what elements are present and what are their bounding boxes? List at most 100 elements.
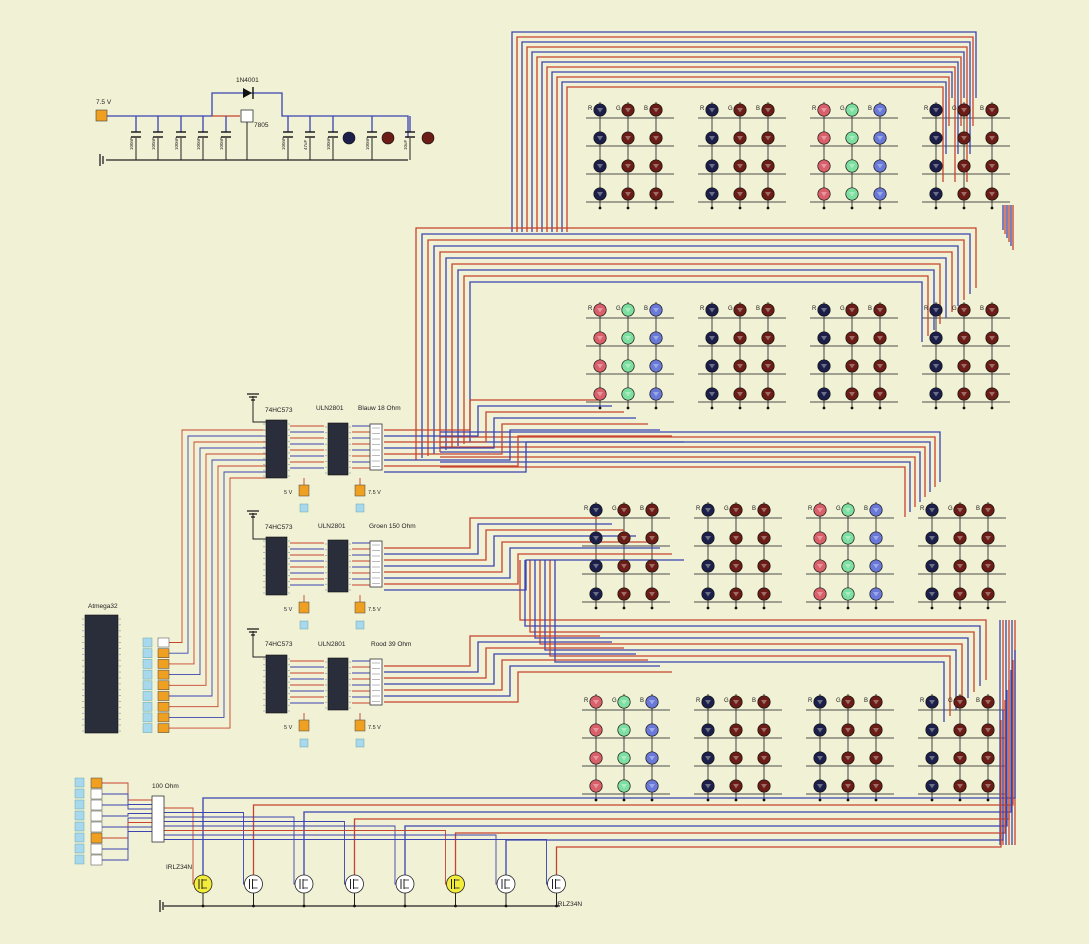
rgb-led [981, 531, 995, 545]
led-arrow [649, 700, 655, 705]
latch-label-3: 74HC573 [265, 641, 293, 648]
rgb-led [733, 187, 747, 201]
rgb-label-g: G [724, 698, 729, 704]
gate-header-pin-left [74, 821, 85, 832]
control-bus-wire [169, 453, 266, 686]
rgb-led [733, 359, 747, 373]
led-arrow [933, 108, 939, 113]
header-pin-right [157, 723, 170, 733]
led-arrow [821, 364, 827, 369]
rgb-led [813, 503, 827, 517]
junction-dot [822, 406, 826, 410]
wire-layer [102, 31, 1016, 907]
led-arrow [733, 536, 739, 541]
rgb-label-b: B [980, 306, 984, 312]
led-arrow [733, 784, 739, 789]
rgb-led [845, 103, 859, 117]
junction-dot [986, 798, 990, 802]
top-bus-wire [546, 66, 956, 232]
rgb-led [841, 587, 855, 601]
rgb-led [729, 695, 743, 709]
rgb-led [985, 387, 999, 401]
rgb-label-r: R [696, 506, 701, 512]
mosfet-transistor [496, 874, 516, 894]
rgb-led [733, 131, 747, 145]
rgb-led [621, 331, 635, 345]
rgb-label-g: G [612, 698, 617, 704]
rgb-led [649, 131, 663, 145]
rgb-led [925, 531, 939, 545]
header-pin-left [142, 669, 153, 680]
rgb-led [761, 359, 775, 373]
junction-dot [878, 206, 882, 210]
led-arrow [821, 192, 827, 197]
junction-dot [874, 798, 878, 802]
led-arrow [621, 564, 627, 569]
layer2-bus-wire [451, 263, 941, 448]
led-arrow [761, 508, 767, 513]
led-arrow [845, 784, 851, 789]
rgb-led [845, 187, 859, 201]
led-arrow [625, 364, 631, 369]
seven-volt-connector [354, 484, 366, 497]
led-arrow [985, 592, 991, 597]
junction-dot [934, 406, 938, 410]
rgb-led [929, 131, 943, 145]
led-arrow [653, 192, 659, 197]
led-arrow [625, 336, 631, 341]
led-arrow [621, 700, 627, 705]
led-arrow [849, 308, 855, 313]
led-arrow [737, 308, 743, 313]
header-pin-right [157, 712, 170, 723]
layer2-bus-wire [463, 275, 929, 444]
led-arrow [621, 508, 627, 513]
driver-to-cube-wire [384, 441, 684, 473]
power-indicator-led [421, 131, 435, 145]
rgb-led [705, 159, 719, 173]
rgb-label-r: R [808, 698, 813, 704]
top-bus-wire [521, 41, 971, 232]
rgb-led [701, 779, 715, 793]
rgb-led [729, 779, 743, 793]
led-arrow [929, 756, 935, 761]
control-bus-wire [169, 477, 266, 729]
junction-dot [706, 606, 710, 610]
rgb-led [617, 751, 631, 765]
header-pin-right [157, 691, 170, 701]
parts-layer [74, 87, 999, 912]
capacitor-label: 100nF [281, 137, 286, 150]
led-arrow [849, 392, 855, 397]
power-indicator-led [381, 131, 395, 145]
rgb-led [929, 159, 943, 173]
led-arrow [653, 336, 659, 341]
five-volt-connector [298, 601, 310, 614]
driver-to-cube-wire [384, 635, 600, 667]
junction-dot [403, 904, 407, 908]
rgb-led [705, 359, 719, 373]
rgb-led [589, 559, 603, 573]
rgb-led [701, 587, 715, 601]
control-bus-wire [169, 435, 266, 654]
led-arrow [873, 592, 879, 597]
rgb-led [589, 723, 603, 737]
rgb-led [733, 387, 747, 401]
led-arrow [709, 192, 715, 197]
top-bus-wire [551, 71, 953, 232]
led-arrow [817, 564, 823, 569]
led-arrow [817, 756, 823, 761]
gate-wire [164, 825, 396, 885]
rgb-led [729, 559, 743, 573]
driver-to-cube-wire [384, 659, 648, 691]
rgb-led [761, 103, 775, 117]
rgb-led [617, 587, 631, 601]
rgb-label-b: B [976, 506, 980, 512]
capacitor-label: 100nF [196, 137, 201, 150]
layer3-bus-wire [440, 466, 906, 517]
led-arrow [625, 164, 631, 169]
resistor-red-label: Rood 39 Ohm [371, 641, 411, 648]
rgb-led [957, 359, 971, 373]
rgb-led [873, 103, 887, 117]
layer4-bus-wire [539, 560, 963, 704]
junction-dot [874, 606, 878, 610]
